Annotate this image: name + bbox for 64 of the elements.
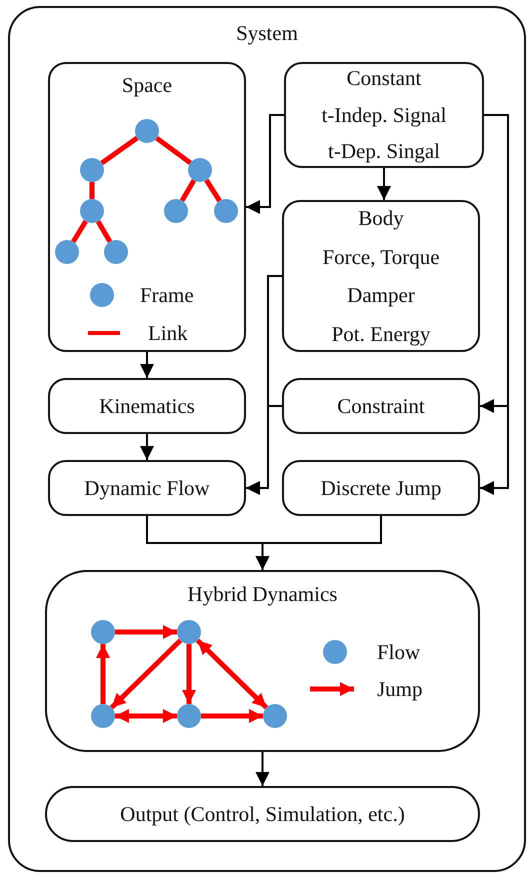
box-title: Space: [122, 72, 172, 99]
process-box: [282, 460, 480, 516]
arrow: [196, 638, 268, 710]
group-box: [45, 570, 480, 752]
state-circle: [55, 240, 79, 264]
box-title: Dynamic Flow: [84, 475, 210, 502]
link-line: [155, 136, 192, 165]
state-circle: [80, 199, 104, 223]
state-circle: [91, 620, 115, 644]
box-title: Constraint: [337, 393, 425, 420]
process-box: [282, 378, 480, 434]
legend-label: Jump: [377, 676, 423, 702]
state-circle: [80, 158, 104, 182]
arrow: [115, 625, 177, 639]
state-circle: [188, 158, 212, 182]
box-text: Force, Torque: [322, 244, 440, 270]
state-circle: [104, 240, 128, 264]
arrow: [256, 516, 382, 570]
arrow: [256, 752, 270, 786]
arrow: [246, 405, 282, 495]
arrow: [140, 352, 154, 378]
state-circle: [135, 119, 159, 143]
box-text: t-Dep. Singal: [328, 138, 440, 166]
state-circle: [177, 704, 201, 728]
box-title: Discrete Jump: [320, 475, 442, 502]
state-circle: [164, 199, 188, 223]
state-circle: [263, 704, 287, 728]
legend-label: Frame: [140, 282, 194, 308]
link-line: [90, 182, 94, 199]
box-title: Body: [358, 205, 404, 232]
box-title: Kinematics: [99, 393, 195, 420]
legend-label: Link: [148, 320, 188, 346]
arrow: [201, 709, 263, 723]
box-title: System: [236, 20, 298, 47]
group-box: [8, 6, 526, 872]
process-box: [48, 378, 246, 434]
box-text: Pot. Energy: [332, 320, 430, 348]
box-text: t-Indep. Signal: [322, 102, 446, 129]
link-line: [96, 220, 112, 243]
process-box: [45, 786, 480, 842]
link-line: [180, 179, 196, 202]
arrow: [115, 709, 177, 723]
box-title: Hybrid Dynamics: [188, 581, 338, 608]
arrow: [182, 644, 196, 704]
arrow: [140, 434, 154, 460]
link-line: [204, 178, 222, 202]
box-title: Output (Control, Simulation, etc.): [120, 801, 405, 828]
legend-label: Flow: [377, 639, 420, 665]
process-box: [282, 200, 480, 352]
state-circle: [214, 199, 238, 223]
box-title: Constant: [346, 65, 422, 92]
arrow: [480, 114, 509, 495]
link-line: [100, 136, 139, 166]
state-circle: [177, 620, 201, 644]
arrow: [377, 168, 391, 200]
arrow: [246, 114, 284, 214]
state-circle: [91, 704, 115, 728]
link-line: [71, 220, 88, 244]
process-box: [284, 62, 484, 168]
process-box: [48, 460, 246, 516]
arrow: [96, 644, 110, 704]
arrow: [110, 638, 182, 710]
box-text: Damper: [347, 282, 415, 309]
group-box: [48, 62, 246, 352]
